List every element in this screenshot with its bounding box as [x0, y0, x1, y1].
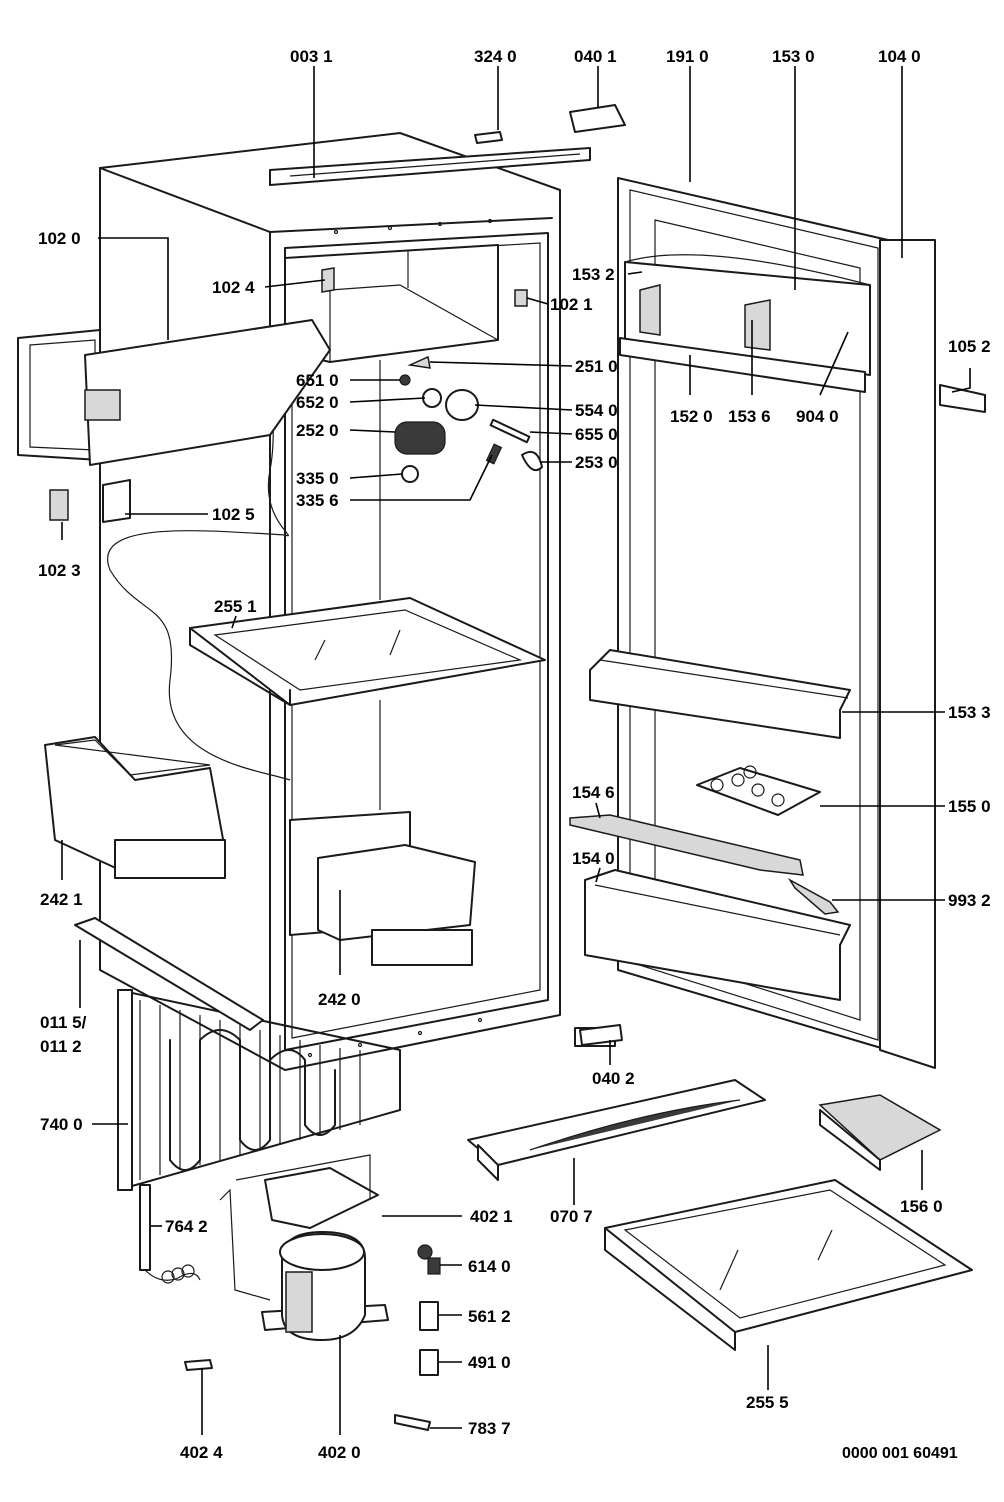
- left-cover-plate: [17, 319, 331, 466]
- crisper-drawer-left: [44, 736, 226, 879]
- callout-402-0: 402 0: [318, 1443, 361, 1462]
- callout-651-0: 651 0: [296, 371, 339, 390]
- callout-242-1: 242 1: [40, 890, 83, 909]
- callout-191-0: 191 0: [666, 47, 709, 66]
- callout-154-6: 154 6: [572, 783, 615, 802]
- callout-labels: 003 1 324 0 040 1 191 0 153 0 104 0 102 …: [38, 47, 991, 1462]
- callout-652-0: 652 0: [296, 393, 339, 412]
- bottom-trim-bar: [74, 917, 264, 1031]
- deflector-bar: [467, 1079, 766, 1181]
- callout-155-0: 155 0: [948, 797, 991, 816]
- glass-shelf-upper: [189, 597, 546, 706]
- callout-040-2: 040 2: [592, 1069, 635, 1088]
- glass-shelf-lower: [604, 1179, 973, 1351]
- crisper-drawer-right: [289, 811, 476, 966]
- callout-335-6: 335 6: [296, 491, 339, 510]
- electrical-parts: [184, 1244, 441, 1431]
- callout-904-0: 904 0: [796, 407, 839, 426]
- callout-102-5: 102 5: [212, 505, 255, 524]
- callout-614-0: 614 0: [468, 1257, 511, 1276]
- callout-102-4: 102 4: [212, 278, 255, 297]
- document-number: 0000 001 60491: [842, 1445, 958, 1462]
- callout-153-2: 153 2: [572, 265, 615, 284]
- callout-655-0: 655 0: [575, 425, 618, 444]
- callout-003-1: 003 1: [290, 47, 333, 66]
- callout-040-1: 040 1: [574, 47, 617, 66]
- callout-102-3: 102 3: [38, 561, 81, 580]
- callout-251-0: 251 0: [575, 357, 618, 376]
- thermostat-capillary: [139, 1184, 201, 1284]
- callout-105-2: 105 2: [948, 337, 991, 356]
- callout-104-0: 104 0: [878, 47, 921, 66]
- callout-242-0: 242 0: [318, 990, 361, 1009]
- leader-lines: [61, 66, 971, 1435]
- door-assembly: [569, 177, 936, 1069]
- callout-153-0: 153 0: [772, 47, 815, 66]
- callout-102-1: 102 1: [550, 295, 593, 314]
- callout-324-0: 324 0: [474, 47, 517, 66]
- callout-153-3: 153 3: [948, 703, 991, 722]
- callout-402-1: 402 1: [470, 1207, 513, 1226]
- callout-335-0: 335 0: [296, 469, 339, 488]
- callout-554-0: 554 0: [575, 401, 618, 420]
- callout-070-7: 070 7: [550, 1207, 593, 1226]
- callout-783-7: 783 7: [468, 1419, 511, 1438]
- callout-011-2: 011 2: [40, 1037, 82, 1056]
- callout-102-0: 102 0: [38, 229, 81, 248]
- condenser-coil: [117, 989, 401, 1191]
- callout-156-0: 156 0: [900, 1197, 943, 1216]
- callout-255-1: 255 1: [214, 597, 257, 616]
- callout-561-2: 561 2: [468, 1307, 511, 1326]
- compressor-assembly: [219, 1154, 389, 1341]
- callout-993-2: 993 2: [948, 891, 991, 910]
- callout-011-5: 011 5/: [40, 1013, 87, 1032]
- ice-tray: [818, 1094, 942, 1171]
- callout-153-6: 153 6: [728, 407, 771, 426]
- callout-764-2: 764 2: [165, 1217, 208, 1236]
- callout-740-0: 740 0: [40, 1115, 83, 1134]
- callout-255-5: 255 5: [746, 1393, 789, 1412]
- callout-253-0: 253 0: [575, 453, 618, 472]
- callout-152-0: 152 0: [670, 407, 713, 426]
- callout-154-0: 154 0: [572, 849, 615, 868]
- small-parts: [49, 104, 986, 1046]
- callout-402-4: 402 4: [180, 1443, 223, 1462]
- callout-252-0: 252 0: [296, 421, 339, 440]
- callout-491-0: 491 0: [468, 1353, 511, 1372]
